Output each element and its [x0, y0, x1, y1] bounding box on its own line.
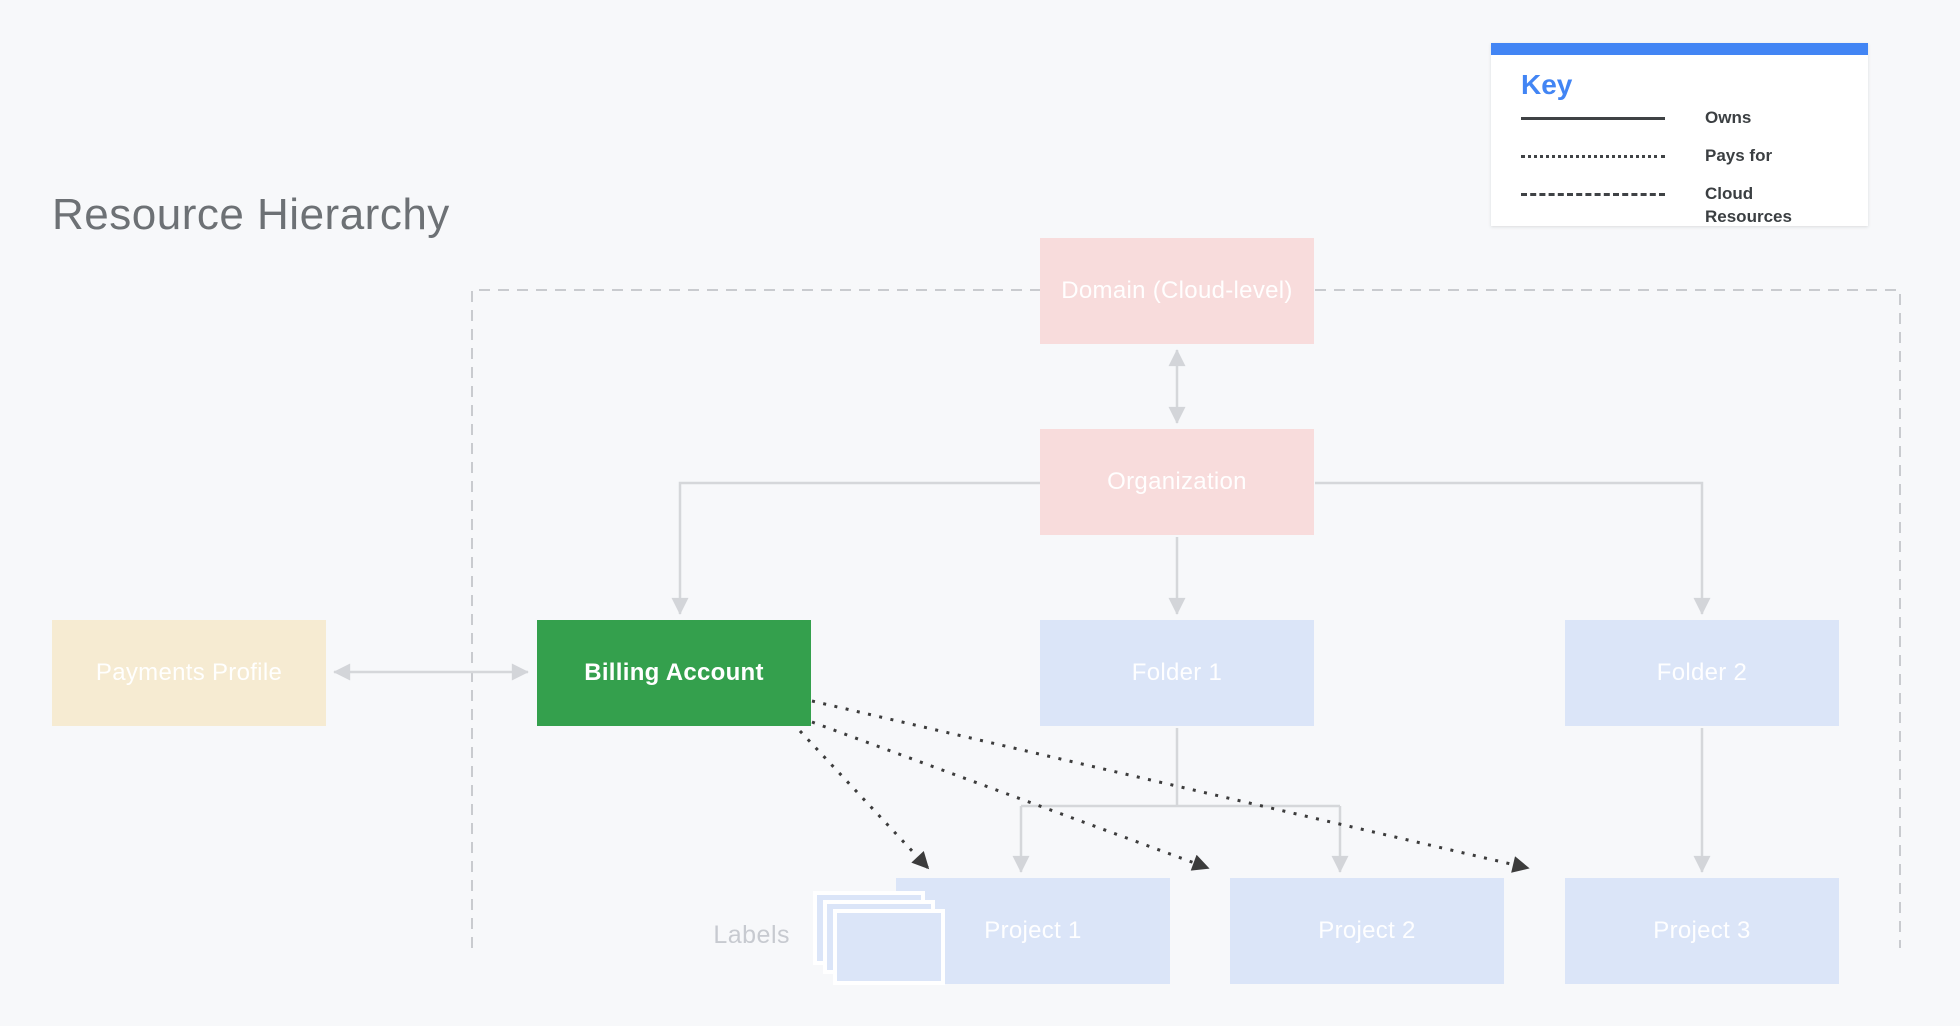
legend-row-owns: Owns — [1521, 107, 1868, 130]
pays-for-arrow-project3 — [811, 699, 1530, 873]
node-billing-account: Billing Account — [537, 620, 811, 726]
dashed-line-sample — [1521, 192, 1665, 196]
node-domain: Domain (Cloud-level) — [1040, 238, 1314, 344]
node-folder-1: Folder 1 — [1040, 620, 1314, 726]
node-project-2: Project 2 — [1230, 878, 1504, 984]
labels-caption: Labels — [713, 921, 790, 949]
connector-folder1-tee — [1021, 728, 1340, 808]
dotted-line-sample — [1521, 154, 1665, 158]
legend-row-pays-for: Pays for — [1521, 145, 1868, 168]
legend-key-title: Key — [1521, 69, 1573, 100]
node-organization: Organization — [1040, 429, 1314, 535]
connector-organization-billing-account — [671, 481, 1040, 615]
node-payments-profile: Payments Profile — [52, 620, 326, 726]
pays-for-arrow-project2 — [811, 720, 1210, 871]
legend-label-cloud-resources: Cloud Resources — [1705, 183, 1792, 226]
legend-key-box: Key Owns Pays for Cloud Resources — [1491, 43, 1868, 226]
legend-label-pays-for: Pays for — [1705, 145, 1773, 165]
labels-stack-icon — [813, 891, 945, 985]
cloud-resources-dashed-boundary — [471, 289, 1901, 948]
node-project-3: Project 3 — [1565, 878, 1839, 984]
pays-for-arrow-project1 — [798, 729, 930, 870]
node-folder-2: Folder 2 — [1565, 620, 1839, 726]
solid-line-sample — [1521, 116, 1665, 120]
legend-label-owns: Owns — [1705, 108, 1752, 127]
page-title: Resource Hierarchy — [52, 190, 450, 239]
connector-organization-folder2 — [1315, 481, 1711, 615]
legend-row-cloud-resources: Cloud Resources — [1521, 183, 1868, 229]
